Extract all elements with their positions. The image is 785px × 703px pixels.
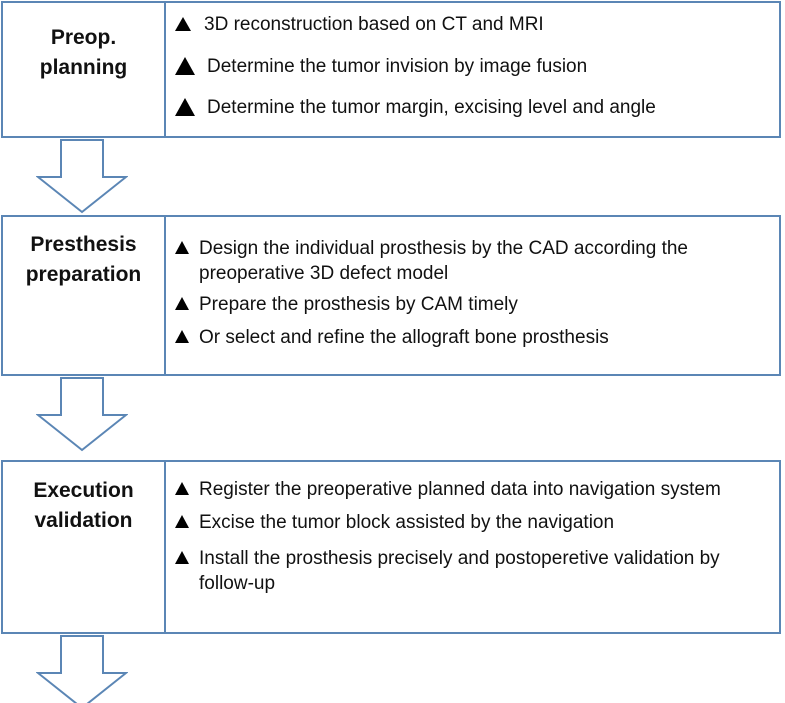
triangle-bullet-icon [175,17,191,31]
down-arrow-icon [36,635,128,703]
list-item: Determine the tumor invision by image fu… [175,54,773,79]
stage-box-prosthesis-preparation: Presthesis preparation Design the indivi… [1,215,781,376]
item-text: Or select and refine the allograft bone … [199,327,609,348]
stage-title-text: Preop. planning [39,26,128,79]
stage-items: Register the preoperative planned data i… [166,462,779,632]
list-item: Determine the tumor margin, excising lev… [175,95,773,120]
down-arrow-icon [36,139,128,214]
stage-title-preop-planning: Preop. planning [3,3,166,136]
item-text: Determine the tumor margin, excising lev… [207,97,656,118]
item-text: Prepare the prosthesis by CAM timely [199,294,518,315]
stage-items: 3D reconstruction based on CT and MRI De… [166,3,779,136]
triangle-bullet-icon [175,57,195,75]
stage-title-prosthesis-preparation: Presthesis preparation [3,217,166,374]
list-item: Install the prosthesis precisely and pos… [175,546,773,596]
list-item: Excise the tumor block assisted by the n… [175,510,773,535]
stage-title-text: Presthesis preparation [25,233,142,286]
triangle-bullet-icon [175,551,189,564]
list-item: Prepare the prosthesis by CAM timely [175,292,773,317]
item-text: Design the individual prosthesis by the … [199,238,688,284]
item-text: 3D reconstruction based on CT and MRI [204,14,544,35]
triangle-bullet-icon [175,241,189,254]
stage-title-execution-validation: Execution validation [3,462,166,632]
item-text: Register the preoperative planned data i… [199,479,721,500]
stage-items: Design the individual prosthesis by the … [166,217,779,374]
list-item: Register the preoperative planned data i… [175,477,773,502]
triangle-bullet-icon [175,297,189,310]
triangle-bullet-icon [175,515,189,528]
list-item: Design the individual prosthesis by the … [175,236,773,286]
stage-box-preop-planning: Preop. planning 3D reconstruction based … [1,1,781,138]
triangle-bullet-icon [175,98,195,116]
list-item: Or select and refine the allograft bone … [175,325,773,350]
down-arrow-icon [36,377,128,452]
stage-title-text: Execution validation [33,479,134,532]
stage-box-execution-validation: Execution validation Register the preope… [1,460,781,634]
item-text: Install the prosthesis precisely and pos… [199,548,720,594]
item-text: Determine the tumor invision by image fu… [207,56,588,77]
triangle-bullet-icon [175,482,189,495]
item-text: Excise the tumor block assisted by the n… [199,512,615,533]
list-item: 3D reconstruction based on CT and MRI [175,12,773,37]
triangle-bullet-icon [175,330,189,343]
